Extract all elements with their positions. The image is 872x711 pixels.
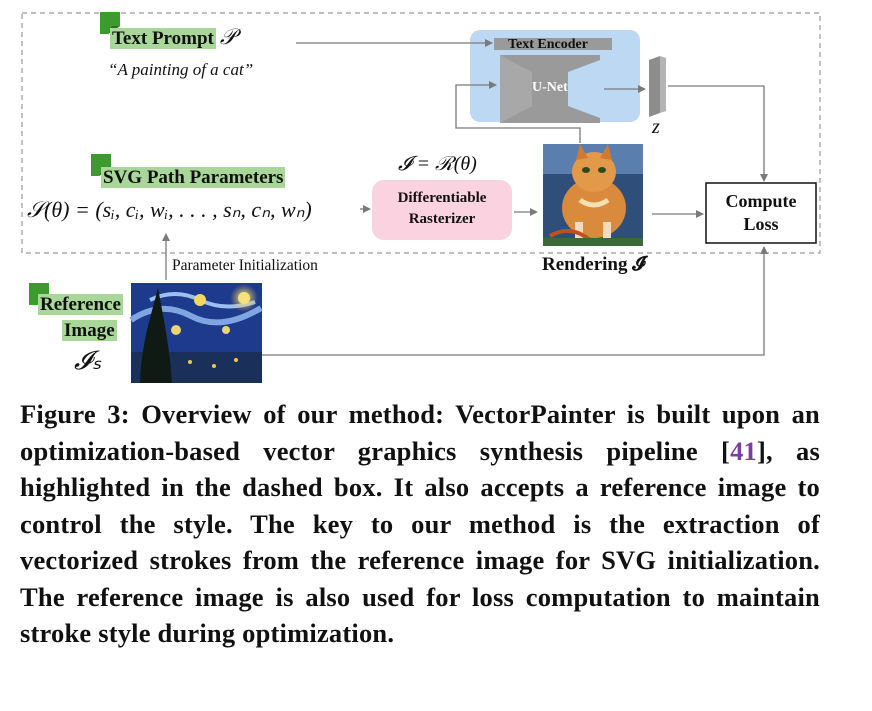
prompt-example: “A painting of a cat” [108, 60, 254, 79]
reference-label-line1: Reference [38, 294, 123, 315]
param-init-label: Parameter Initialization [172, 257, 318, 274]
unet-label: U-Net [532, 80, 568, 95]
pipeline-dashed-box [21, 12, 821, 254]
reference-image-starry-night [129, 283, 263, 383]
svg-params-formula: 𝒮(θ) = (sᵢ, cᵢ, wᵢ, . . . , sₙ, cₙ, wₙ) [27, 197, 312, 222]
caption-citation-link[interactable]: 41 [730, 435, 757, 466]
rasterizer-box [372, 180, 512, 240]
figure-diagram [21, 12, 821, 383]
method-overview-figure: Text Prompt 𝒫 “A painting of a cat” SVG … [21, 12, 821, 383]
svg-params-label: SVG Path Parameters [101, 167, 286, 188]
compute-loss-line2: Loss [743, 214, 779, 234]
text-encoder-bar [494, 38, 612, 50]
reference-symbol: 𝓘ₛ [74, 346, 102, 375]
reference-label-line1-group: Reference [38, 294, 123, 316]
rasterizer-line2: Rasterizer [408, 211, 476, 227]
arrow-z-to-loss [668, 85, 768, 182]
compute-loss-line1: Compute [725, 191, 797, 211]
svg-params-label-group: SVG Path Parameters [101, 167, 286, 189]
unet-shape [500, 55, 600, 123]
reference-label-line2-group: Image [62, 320, 117, 342]
rasterizer-formula: 𝓘 = ℛ(θ) [398, 153, 477, 175]
text-prompt-symbol: 𝒫 [219, 24, 236, 49]
caption-text-prefix: Figure 3: Overview of our method: Vector… [20, 399, 820, 466]
z-label: z [652, 116, 660, 138]
text-prompt-label-group: Text Prompt 𝒫 [110, 24, 236, 50]
rendered-cat-image [543, 144, 643, 246]
caption-text-suffix: ], as highlighted in the dashed box. It … [20, 435, 820, 649]
text-encoder-label: Text Encoder [508, 37, 588, 52]
figure-caption: Figure 3: Overview of our method: Vector… [20, 396, 820, 652]
compute-loss-box [705, 182, 817, 244]
arrow-reference-to-loss [262, 246, 768, 356]
rasterizer-line1: Differentiable [397, 190, 487, 206]
arrow-render-to-unet [455, 81, 581, 143]
reference-label-line2: Image [62, 320, 117, 341]
latent-z-block [649, 56, 660, 117]
rendering-label: Rendering 𝓘 [542, 254, 646, 275]
text-prompt-label: Text Prompt [110, 28, 216, 49]
